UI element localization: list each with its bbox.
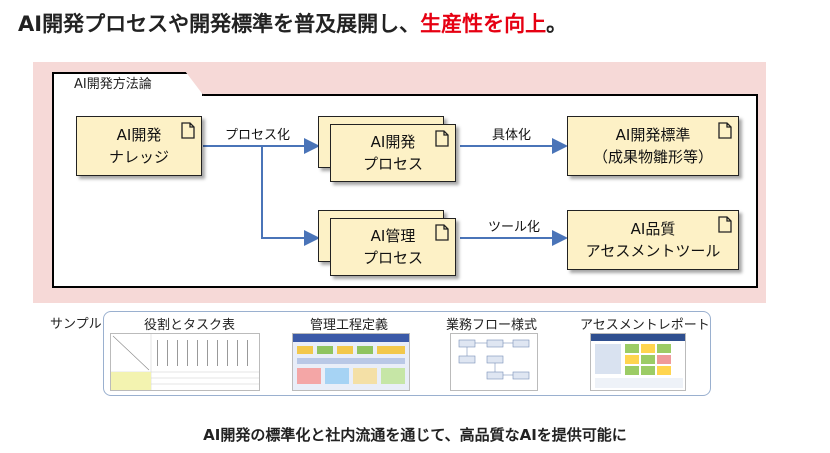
- box-line: プロセス: [362, 249, 423, 267]
- sample-title-report: アセスメントレポート: [580, 318, 710, 333]
- document-icon: [435, 130, 449, 147]
- footer-message: AI開発の標準化と社内流通を通じて、高品質なAIを提供可能に: [203, 426, 627, 444]
- sample-title-roles: 役割とタスク表: [144, 318, 236, 333]
- box-ai-mgmt-process: AI管理 プロセス: [330, 218, 456, 276]
- title-suffix: 。: [546, 12, 568, 36]
- sample-title-mgmt: 管理工程定義: [310, 318, 389, 333]
- document-icon: [181, 122, 195, 139]
- page-title: AI開発プロセスや開発標準を普及展開し、生産性を向上。: [18, 8, 567, 38]
- box-line: AI開発標準: [615, 126, 691, 144]
- label-toolize: ツール化: [488, 220, 541, 235]
- thumbnail-role-task-table: [110, 333, 260, 391]
- box-line: AI品質: [630, 220, 676, 238]
- document-icon: [718, 216, 732, 233]
- arrow-branch-down: [261, 146, 320, 246]
- box-ai-quality-assessment: AI品質 アセスメントツール: [567, 210, 739, 270]
- sample-label: サンプル: [50, 317, 102, 332]
- document-icon: [435, 224, 449, 241]
- box-line: AI開発: [116, 126, 162, 144]
- box-ai-dev-process: AI開発 プロセス: [330, 124, 456, 182]
- document-icon: [718, 122, 732, 139]
- title-highlight: 生産性を向上: [420, 12, 547, 36]
- label-concretize: 具体化: [492, 128, 532, 143]
- box-line: ナレッジ: [108, 148, 169, 166]
- box-line: （成果物雛形等）: [592, 148, 713, 166]
- box-line: AI開発: [370, 133, 416, 151]
- sample-title-flow: 業務フロー様式: [446, 318, 538, 333]
- box-ai-dev-standard: AI開発標準 （成果物雛形等）: [567, 116, 739, 176]
- title-prefix: AI開発プロセスや開発標準を普及展開し、: [18, 12, 421, 36]
- thumbnail-business-flow: [450, 333, 538, 391]
- box-line: プロセス: [362, 155, 423, 173]
- box-line: アセスメントツール: [585, 242, 721, 260]
- thumbnail-assessment-report: [590, 333, 686, 391]
- label-processize: プロセス化: [225, 128, 291, 143]
- box-line: AI管理: [370, 227, 416, 245]
- box-ai-knowledge: AI開発 ナレッジ: [76, 116, 202, 176]
- method-tab: AI開発方法論: [52, 72, 204, 96]
- thumbnail-mgmt-process-definition: [292, 333, 410, 391]
